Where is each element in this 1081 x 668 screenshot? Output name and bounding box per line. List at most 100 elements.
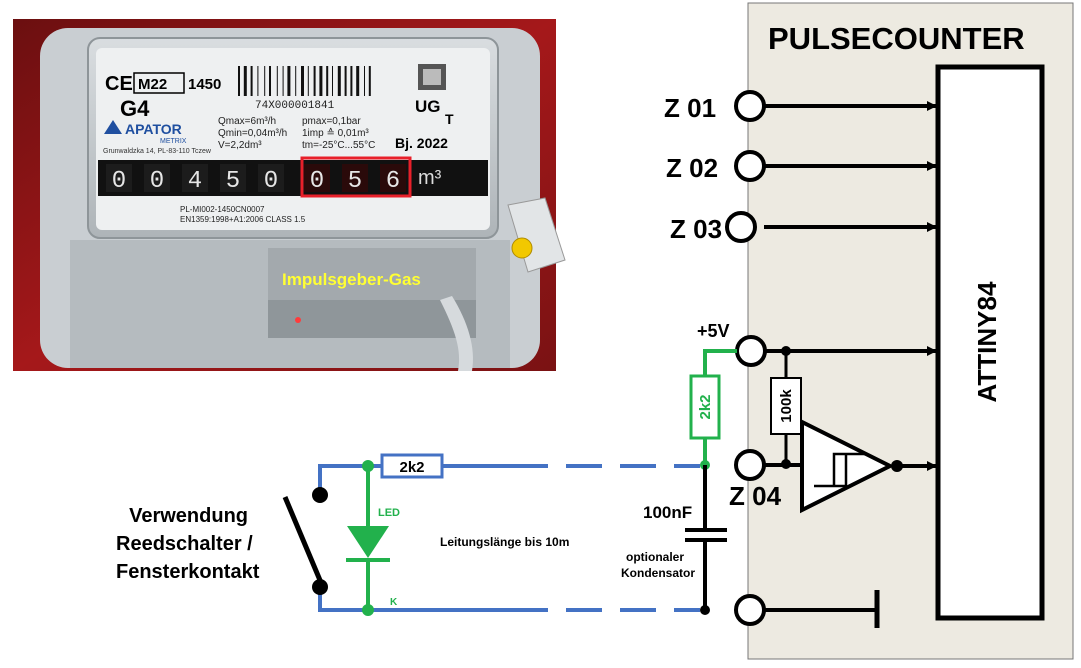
cable-length-label: Leitungslänge bis 10m <box>440 535 569 549</box>
serial-number: 74X000001841 <box>255 100 335 112</box>
counter-digit: 6 <box>386 168 400 195</box>
attiny84-label: ATTINY84 <box>972 281 1002 402</box>
pullup-resistor-label: 2k2 <box>697 394 714 419</box>
attiny84-chip <box>935 64 1045 621</box>
counter-digit-cell <box>380 164 406 192</box>
capacitor-label: 100nF <box>643 503 692 522</box>
pullup-resistor <box>689 374 721 440</box>
hysteresis-icon <box>814 452 866 488</box>
barcode-bar <box>326 66 329 96</box>
model-label: G4 <box>120 96 150 121</box>
barcode-bar <box>307 66 309 96</box>
barcode-bar <box>257 66 259 96</box>
m22-box <box>133 72 185 94</box>
apator-logo-icon <box>104 120 122 134</box>
counter-digit: 4 <box>188 168 202 195</box>
input-z01: Z 01 <box>664 90 937 123</box>
counter-unit: m³ <box>418 167 442 189</box>
pmax-label: pmax=0,1bar <box>302 116 361 127</box>
temp-range-label: tm=-25°C...55°C <box>302 140 375 151</box>
pullup-top-wire <box>703 349 737 376</box>
brand-sub-label: METRIX <box>160 138 187 145</box>
vcc-rail: 100k +5V <box>697 321 937 464</box>
counter-digit-cell <box>182 164 208 192</box>
ug-label: UG <box>415 97 441 116</box>
sensor-led-icon <box>295 317 301 323</box>
input-z03: Z 03 <box>670 211 937 244</box>
pulse-sensor-bottom <box>268 300 476 338</box>
barcode-bar <box>282 66 284 96</box>
bottom-wire-left <box>318 589 512 612</box>
year-code: 1450 <box>188 76 221 93</box>
z01-terminal <box>734 90 766 122</box>
impulse-label: 1imp ≙ 0,01m³ <box>302 127 369 139</box>
capacitor-note-1: optionaler <box>626 550 684 564</box>
certificate-line-2: EN1359:1998+A1:2006 CLASS 1.5 <box>180 215 306 224</box>
pulsecounter-title: PULSECOUNTER <box>768 21 1025 56</box>
m22-mark: M22 <box>138 76 167 93</box>
led-bottom-junction <box>362 604 374 616</box>
barcode-bar <box>250 66 253 96</box>
counter-digit: 5 <box>226 168 240 195</box>
counter-digit: 0 <box>310 168 324 195</box>
counter-digit-cell <box>304 164 330 192</box>
barcode-bar <box>356 66 360 96</box>
switch-contact-top <box>312 487 328 503</box>
built-year-label: Bj. 2022 <box>395 135 448 151</box>
barcode-bar <box>264 66 266 96</box>
external-wiring: 2k2 Verwendung Reedschalter / Fensterkon… <box>116 453 700 612</box>
input-z02: Z 02 <box>666 150 937 183</box>
top-wire-left <box>318 464 382 493</box>
series-resistor-label: 2k2 <box>399 459 424 476</box>
counter-digit: 0 <box>150 168 164 195</box>
led-diode-icon <box>347 526 389 558</box>
pulldown-resistor-label: 100k <box>778 389 795 423</box>
qmin-label: Qmin=0,04m³/h <box>218 128 287 139</box>
barcode-bar <box>301 66 304 96</box>
barcode <box>238 66 371 96</box>
counter-red-frame <box>300 156 412 198</box>
barcode-bar <box>337 66 341 96</box>
counter-digit-cell <box>342 164 368 192</box>
ground-terminal <box>734 594 766 626</box>
led-cathode-label: K <box>390 597 398 608</box>
manufacturer-address: Grunwaldzka 14, PL-83-110 Tczew <box>103 148 212 155</box>
counter-digit-cell <box>258 164 284 192</box>
barcode-bar <box>238 66 240 96</box>
barcode-bar <box>295 66 297 96</box>
counter-digit: 0 <box>112 168 126 195</box>
counter-digit-cell <box>106 164 132 192</box>
brand-label: APATOR <box>125 121 182 137</box>
barcode-bar <box>243 66 247 96</box>
barcode-bar <box>313 66 316 96</box>
z03-terminal <box>725 211 757 243</box>
input-z04: Z 04 <box>729 418 937 514</box>
reed-switch <box>282 496 325 586</box>
z02-label: Z 02 <box>666 153 718 183</box>
z04-junction <box>781 459 791 469</box>
barcode-bar <box>287 66 291 96</box>
gas-meter-photo: CE M22 1450 G4 APATOR METRIX Grunwaldzka… <box>13 19 566 371</box>
counter-digit: 5 <box>348 168 362 195</box>
ce-mark: CE <box>105 73 133 95</box>
barcode-bar <box>269 66 271 96</box>
barcode-bar <box>344 66 347 96</box>
z04-label: Z 04 <box>729 481 782 511</box>
pulse-sensor-label: Impulsgeber-Gas <box>282 270 421 289</box>
counter-digit-cell <box>144 164 170 192</box>
counter-digit-cell <box>220 164 246 192</box>
vcc-label: +5V <box>697 321 730 341</box>
barcode-bar <box>319 66 323 96</box>
sensor-cable <box>440 296 474 371</box>
vcc-terminal <box>735 335 767 367</box>
barcode-bar <box>368 66 371 96</box>
barcode-bar <box>332 66 333 96</box>
capacitor: 100nF optionaler Kondensator <box>621 465 727 615</box>
z04-terminal <box>734 449 766 481</box>
ground <box>734 590 880 628</box>
certificate-line-1: PL-MI002-1450CN0007 <box>180 205 265 214</box>
yellow-connector-icon <box>511 237 533 259</box>
